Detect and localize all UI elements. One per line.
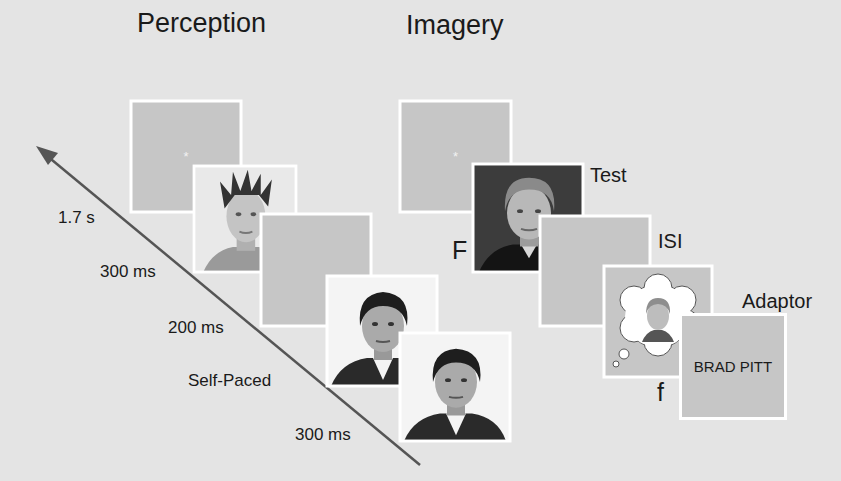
- duration-label: 200 ms: [168, 318, 224, 338]
- duration-label: 1.7 s: [58, 208, 95, 228]
- phase-label: ISI: [658, 230, 682, 253]
- eye: [251, 212, 257, 216]
- mini-hair: [646, 298, 670, 314]
- eye: [388, 322, 394, 326]
- arrow-head: [36, 146, 58, 165]
- eye: [372, 322, 378, 326]
- column-heading: Imagery: [406, 10, 504, 41]
- adaptor-name-screen: BRAD PITT: [679, 313, 787, 420]
- duration-label: 300 ms: [100, 262, 156, 282]
- phase-label: Test: [590, 164, 627, 187]
- hair: [433, 349, 481, 382]
- shirt: [521, 245, 537, 259]
- duration-label: 300 ms: [295, 425, 351, 445]
- eye: [517, 209, 523, 213]
- eye: [445, 378, 451, 382]
- mouth: [239, 232, 252, 233]
- spiky-hair: [220, 170, 272, 209]
- fixation-screen: *: [400, 101, 511, 212]
- frame: [400, 333, 510, 441]
- shirt: [373, 358, 393, 380]
- mini-suit: [642, 330, 674, 342]
- eye: [236, 212, 242, 216]
- face-photo: [400, 333, 510, 441]
- node-text: *: [183, 149, 188, 164]
- suit: [404, 414, 506, 441]
- phase-label: Adaptor: [742, 290, 812, 313]
- shirt: [446, 414, 466, 436]
- node-text: BRAD PITT: [694, 358, 772, 375]
- node-text: *: [453, 149, 458, 164]
- hair: [360, 292, 408, 326]
- mouth: [376, 341, 390, 342]
- condition-letter: F: [452, 236, 467, 265]
- mouth: [521, 229, 537, 230]
- eye: [535, 209, 541, 213]
- duration-label: Self-Paced: [188, 371, 271, 391]
- timeline-arrow: [46, 155, 420, 465]
- condition-letter: f: [657, 378, 664, 407]
- fixation-screen: *: [131, 101, 241, 212]
- photo-ground: [400, 333, 510, 441]
- mouth: [449, 396, 463, 399]
- column-heading: Perception: [137, 8, 266, 39]
- eye: [461, 378, 467, 382]
- hair: [505, 178, 554, 211]
